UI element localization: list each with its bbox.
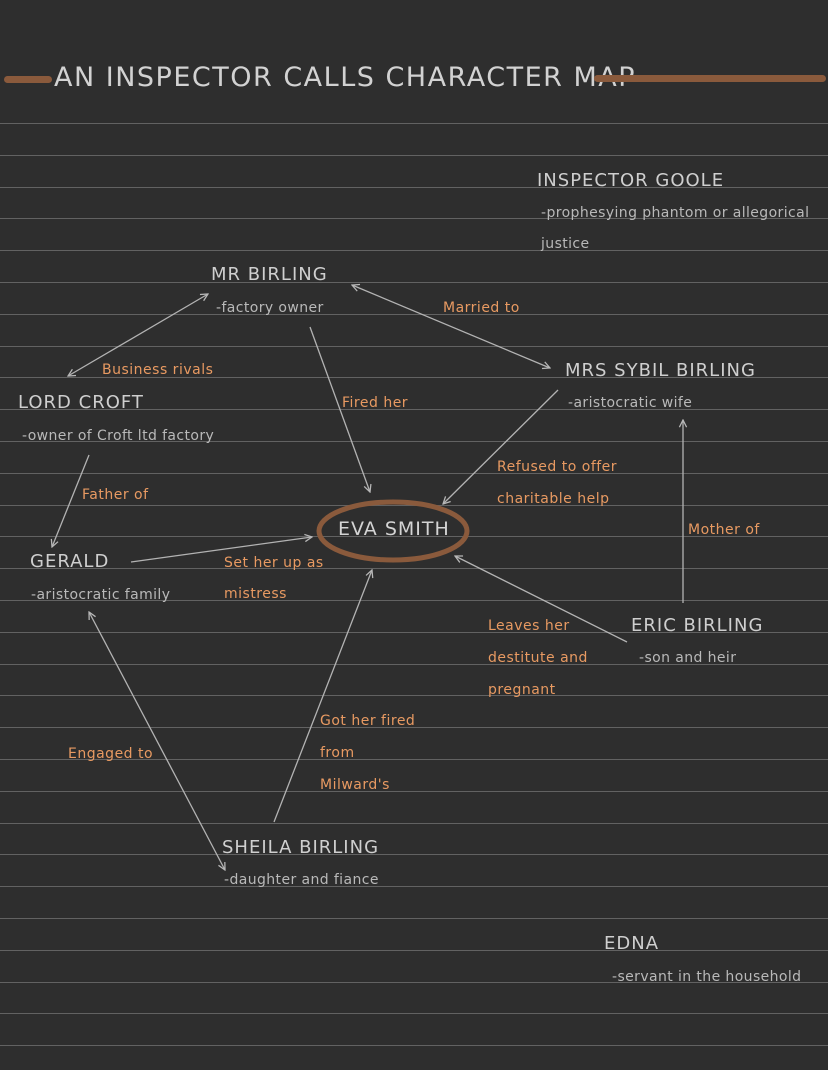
arrow-fired-her	[309, 326, 370, 492]
eric-birling-name: ERIC BIRLING	[631, 615, 764, 636]
mr-birling-name: MR BIRLING	[211, 264, 328, 285]
ruled-line	[0, 218, 828, 219]
eva-smith-circle	[316, 499, 470, 563]
arrow-engaged-to	[89, 612, 225, 870]
lord-croft-name: LORD CROFT	[18, 392, 144, 413]
label-engaged-to: Engaged to	[68, 746, 154, 762]
ruled-line	[0, 918, 828, 919]
gerald-name: GERALD	[30, 551, 110, 572]
label-leaves-line1: Leaves her	[488, 618, 570, 634]
title-bar-right	[594, 75, 826, 82]
page-title: AN INSPECTOR CALLS CHARACTER MAP	[54, 62, 637, 93]
title-bar-left	[4, 76, 52, 83]
ruled-line	[0, 632, 828, 633]
label-set-up-line2: mistress	[224, 586, 287, 602]
eva-smith-name: EVA SMITH	[338, 518, 450, 540]
ruled-line	[0, 250, 828, 251]
ruled-line	[0, 1045, 828, 1046]
inspector-goole-desc-line2: justice	[541, 236, 590, 252]
sheila-birling-name: SHEILA BIRLING	[222, 837, 380, 858]
label-refused-line2: charitable help	[497, 491, 610, 507]
ruled-line	[0, 536, 828, 537]
mr-birling-desc: -factory owner	[216, 300, 324, 316]
ruled-line	[0, 664, 828, 665]
ruled-line	[0, 187, 828, 188]
ruled-line	[0, 791, 828, 792]
ruled-line	[0, 695, 828, 696]
ruled-line	[0, 600, 828, 601]
ruled-line	[0, 1013, 828, 1014]
arrow-set-up-mistress	[130, 537, 312, 563]
label-business-rivals: Business rivals	[102, 362, 214, 378]
arrow-refused-help	[443, 389, 559, 504]
label-leaves-line2: destitute and	[488, 650, 588, 666]
ruled-line	[0, 441, 828, 442]
ruled-line	[0, 982, 828, 983]
label-refused-line1: Refused to offer	[497, 459, 618, 475]
label-mother-of: Mother of	[688, 522, 760, 538]
ruled-line	[0, 727, 828, 728]
ruled-line	[0, 759, 828, 760]
arrow-got-her-fired	[273, 570, 372, 823]
label-set-up-line1: Set her up as	[224, 555, 324, 571]
label-got-fired-line1: Got her fired	[320, 713, 416, 729]
ruled-line	[0, 568, 828, 569]
inspector-goole-desc-line1: -prophesying phantom or allegorical	[541, 205, 810, 221]
lord-croft-desc: -owner of Croft ltd factory	[22, 428, 215, 444]
arrow-father-of	[52, 454, 90, 547]
ruled-line	[0, 409, 828, 410]
mrs-birling-name: MRS SYBIL BIRLING	[565, 360, 756, 381]
mrs-birling-desc: -aristocratic wife	[568, 395, 693, 411]
sheila-birling-desc: -daughter and fiance	[224, 872, 379, 888]
ruled-line	[0, 473, 828, 474]
ruled-line	[0, 155, 828, 156]
arrow-leaves-her	[455, 556, 628, 643]
ruled-line	[0, 886, 828, 887]
label-married-to: Married to	[443, 300, 520, 316]
edna-name: EDNA	[604, 933, 660, 954]
ruled-line	[0, 950, 828, 951]
ruled-line	[0, 282, 828, 283]
inspector-goole-name: INSPECTOR GOOLE	[537, 170, 725, 191]
ruled-line	[0, 823, 828, 824]
ruled-line	[0, 123, 828, 124]
edna-desc: -servant in the household	[612, 969, 802, 985]
label-fired-her: Fired her	[342, 395, 409, 411]
ruled-line	[0, 854, 828, 855]
ruled-line	[0, 377, 828, 378]
label-got-fired-line2: from	[320, 745, 355, 761]
eric-birling-desc: -son and heir	[639, 650, 737, 666]
gerald-desc: -aristocratic family	[31, 587, 171, 603]
arrow-married-to	[352, 285, 550, 368]
label-father-of: Father of	[82, 487, 149, 503]
arrow-business-rivals	[68, 294, 208, 376]
label-got-fired-line3: Milward's	[320, 777, 390, 793]
label-leaves-line3: pregnant	[488, 682, 556, 698]
